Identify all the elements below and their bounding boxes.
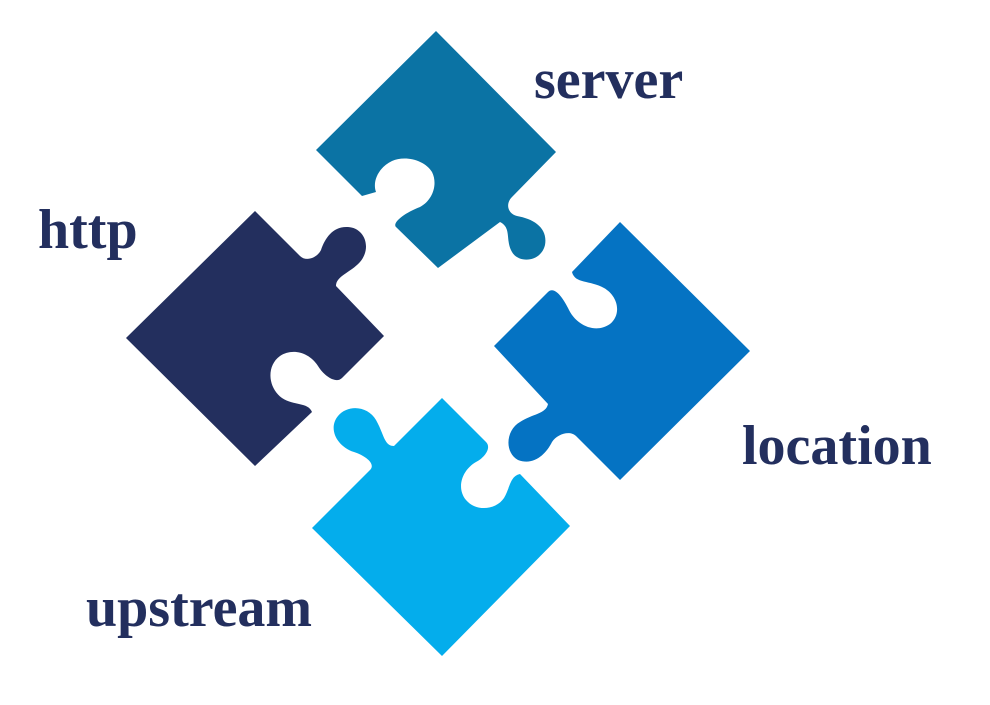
- http-label: http: [38, 199, 138, 261]
- upstream-puzzle-piece: [312, 398, 570, 656]
- http-puzzle-piece: [126, 211, 384, 466]
- server-label: server: [534, 49, 684, 111]
- location-label: location: [742, 415, 932, 477]
- server-puzzle-piece: [316, 31, 556, 268]
- upstream-label: upstream: [86, 577, 313, 639]
- location-puzzle-piece: [494, 222, 750, 480]
